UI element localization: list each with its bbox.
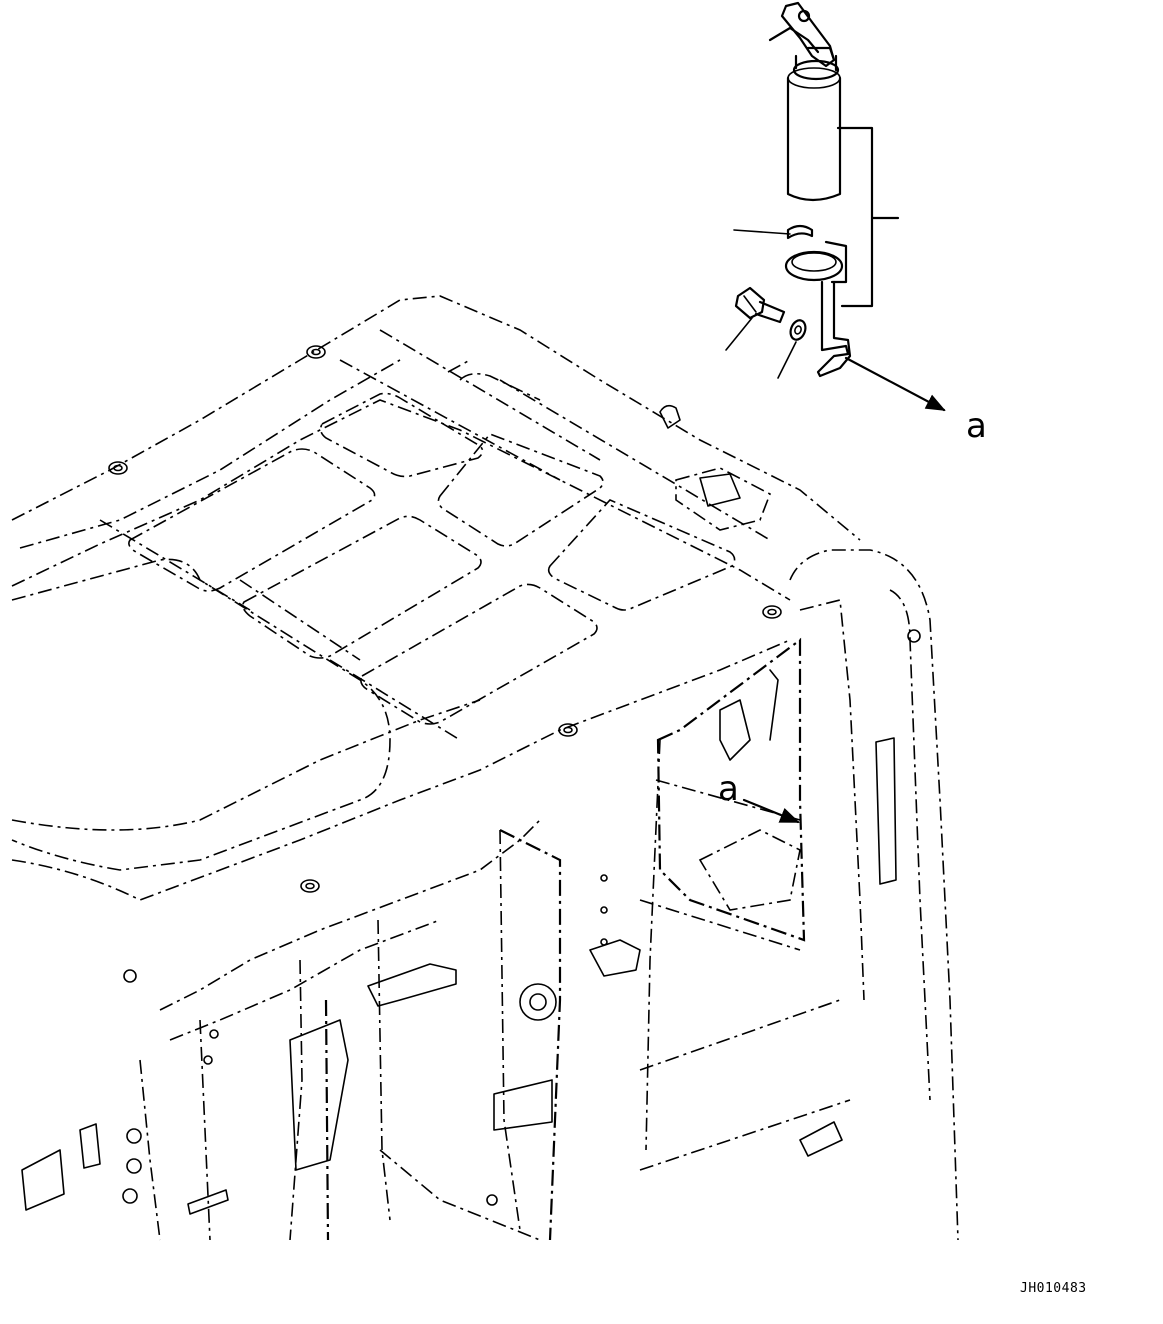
band-clamp: [733, 224, 852, 378]
detail-callout-label: a: [966, 406, 987, 446]
cab-callout-label: a: [718, 769, 739, 809]
group-bracket: [836, 126, 900, 308]
cab-pillar-front: [21, 737, 897, 1241]
washer: [777, 319, 807, 379]
fire-extinguisher: [768, 1, 842, 202]
bolt: [725, 286, 786, 351]
cab-pillar-rear: [789, 549, 959, 1241]
cab-roof: [11, 295, 861, 901]
cab-window-frame: [639, 637, 851, 1171]
detail-arrow: [844, 356, 946, 412]
cab-arrow: [742, 798, 800, 824]
drawing-code: JH010483: [1020, 1281, 1087, 1296]
